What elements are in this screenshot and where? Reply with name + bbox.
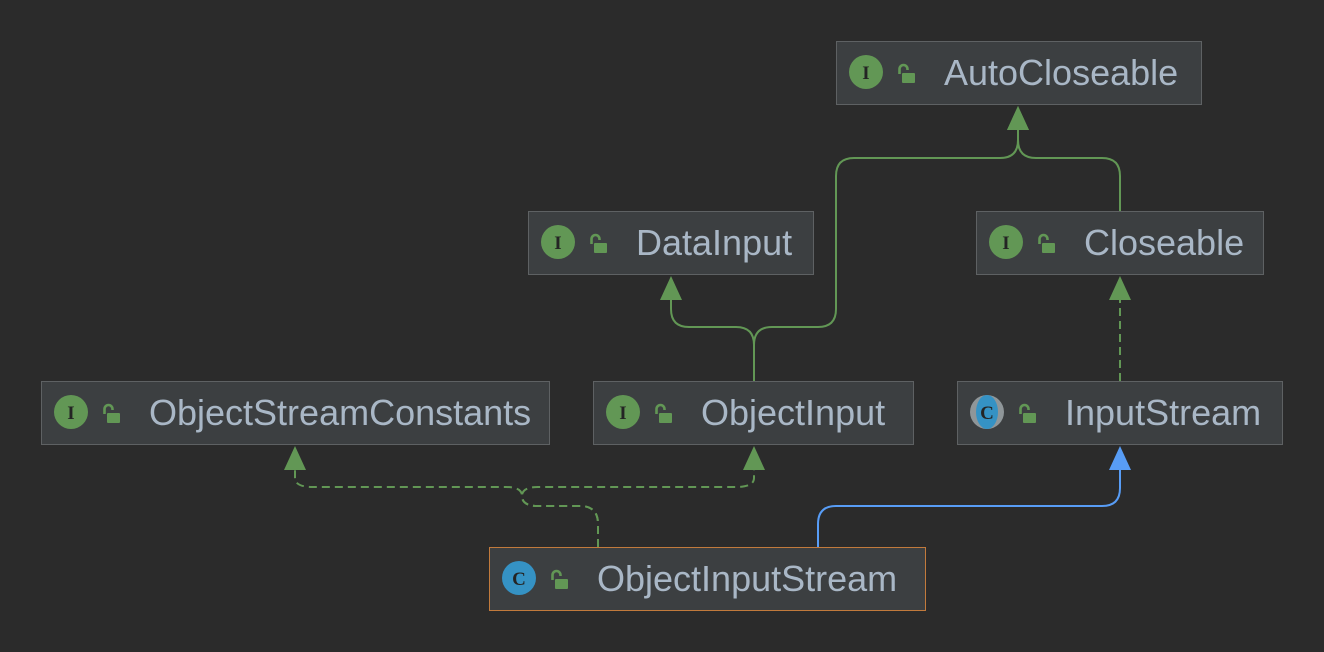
lock-body bbox=[555, 579, 568, 589]
lock-body bbox=[594, 243, 607, 253]
abstract-class-icon-letter: C bbox=[980, 403, 994, 424]
interface-icon: I bbox=[606, 395, 640, 429]
interface-icon-letter: I bbox=[67, 403, 74, 424]
edge-objectinputstream-to-objectstreamconstants bbox=[284, 446, 599, 547]
class-node-label: DataInput bbox=[636, 222, 793, 263]
lock-shackle bbox=[590, 233, 601, 244]
unlocked-icon bbox=[1019, 403, 1036, 423]
arrowhead bbox=[743, 446, 765, 470]
class-node-inputstream[interactable]: C InputStream bbox=[957, 381, 1283, 445]
unlocked-icon bbox=[103, 403, 120, 423]
class-node-datainput[interactable]: I DataInput bbox=[528, 211, 814, 275]
class-node-label: ObjectStreamConstants bbox=[149, 392, 532, 433]
interface-icon-circle bbox=[849, 55, 883, 89]
class-icon: C bbox=[502, 561, 536, 595]
interface-icon: I bbox=[54, 395, 88, 429]
class-node-label: AutoCloseable bbox=[944, 52, 1179, 93]
class-node-autocloseable[interactable]: I AutoCloseable bbox=[836, 41, 1202, 105]
lock-shackle bbox=[1038, 233, 1049, 244]
class-node-label: ObjectInput bbox=[701, 392, 886, 433]
lock-body bbox=[902, 73, 915, 83]
interface-icon-letter: I bbox=[862, 63, 869, 84]
edge-line bbox=[1017, 130, 1121, 211]
interface-icon-circle bbox=[54, 395, 88, 429]
interface-icon-circle bbox=[541, 225, 575, 259]
unlocked-icon bbox=[898, 63, 915, 83]
interface-icon-letter: I bbox=[554, 233, 561, 254]
edge-objectinputstream-to-objectinput bbox=[521, 446, 765, 547]
lock-body bbox=[1042, 243, 1055, 253]
lock-body bbox=[1023, 413, 1036, 423]
edge-objectinput-to-datainput bbox=[660, 276, 755, 381]
unlocked-icon bbox=[551, 569, 568, 589]
interface-icon-letter: I bbox=[1002, 233, 1009, 254]
lock-shackle bbox=[1019, 403, 1030, 414]
class-icon-letter: C bbox=[512, 569, 526, 590]
unlocked-icon bbox=[1038, 233, 1055, 253]
lock-shackle bbox=[103, 403, 114, 414]
class-node-objectstreamconstants[interactable]: I ObjectStreamConstants bbox=[41, 381, 550, 445]
arrowhead bbox=[1109, 446, 1131, 470]
class-node-objectinputstream[interactable]: C ObjectInputStream bbox=[489, 547, 926, 611]
class-icon-circle bbox=[502, 561, 536, 595]
interface-icon-circle bbox=[606, 395, 640, 429]
unlocked-icon bbox=[655, 403, 672, 423]
arrowhead bbox=[1109, 276, 1131, 300]
interface-icon-letter: I bbox=[619, 403, 626, 424]
edge-line bbox=[670, 300, 755, 381]
class-node-label: ObjectInputStream bbox=[597, 558, 898, 599]
lock-shackle bbox=[655, 403, 666, 414]
abstract-class-icon: C bbox=[970, 395, 1004, 429]
lock-shackle bbox=[898, 63, 909, 74]
edge-line bbox=[521, 470, 755, 547]
edge-inputstream-to-closeable bbox=[1109, 276, 1131, 381]
lock-body bbox=[659, 413, 672, 423]
edge-line bbox=[753, 130, 1019, 381]
arrowhead bbox=[660, 276, 682, 300]
lock-body bbox=[107, 413, 120, 423]
class-node-closeable[interactable]: I Closeable bbox=[976, 211, 1264, 275]
arrowhead bbox=[1007, 106, 1029, 130]
class-node-label: InputStream bbox=[1065, 392, 1262, 433]
class-node-label: Closeable bbox=[1084, 222, 1245, 263]
arrowhead bbox=[284, 446, 306, 470]
class-node-objectinput[interactable]: I ObjectInput bbox=[593, 381, 914, 445]
edge-closeable-to-autocloseable bbox=[1007, 106, 1121, 211]
interface-icon: I bbox=[849, 55, 883, 89]
abstract-class-icon-fill bbox=[976, 395, 998, 429]
edge-line bbox=[294, 470, 599, 547]
lock-shackle bbox=[551, 569, 562, 580]
interface-icon-circle bbox=[989, 225, 1023, 259]
unlocked-icon bbox=[590, 233, 607, 253]
interface-icon: I bbox=[541, 225, 575, 259]
interface-icon: I bbox=[989, 225, 1023, 259]
edge-objectinputstream-to-inputstream bbox=[817, 446, 1131, 547]
edge-line bbox=[817, 470, 1121, 547]
